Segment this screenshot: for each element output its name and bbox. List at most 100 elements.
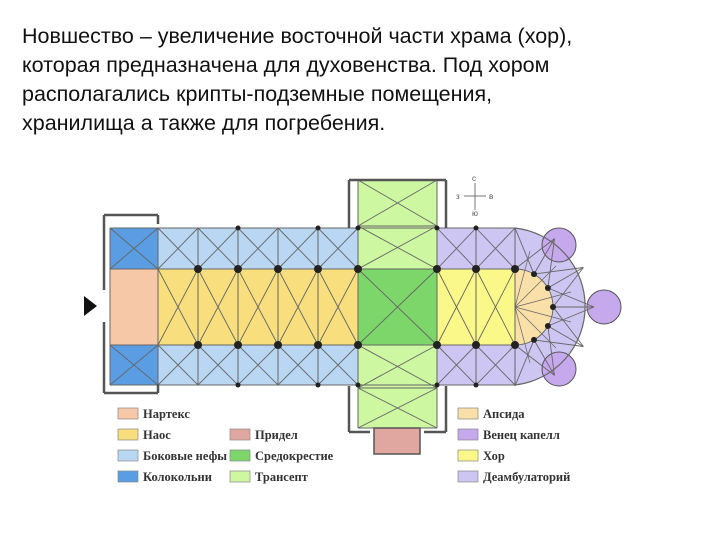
south-transept [358, 345, 437, 428]
vault-rib [157, 227, 199, 270]
apse-rib [514, 238, 555, 270]
vault-rib [436, 227, 477, 270]
vault-rib [277, 227, 319, 270]
compass-rose: с ю з в [456, 174, 493, 218]
pillar [434, 382, 440, 388]
heading-text: Новшество – увеличение восточной части х… [22, 22, 702, 138]
vault-rib [317, 344, 359, 386]
compass-north-label: с [472, 174, 476, 183]
vault-rib [475, 268, 516, 346]
apse-area [515, 269, 553, 345]
vault-rib [317, 227, 359, 270]
pillar [315, 225, 321, 231]
vault-rib [197, 227, 239, 270]
apse-pillar [531, 271, 537, 278]
pillar [472, 341, 480, 349]
pillar [274, 341, 282, 349]
heading-line: располагались крипты-подземные помещения… [22, 82, 493, 106]
apse-rib [547, 325, 555, 376]
legend-label: Колокольни [143, 470, 212, 484]
pillar [354, 341, 362, 349]
vault-rib [197, 268, 239, 346]
pillar [314, 341, 322, 349]
vault-rib [436, 344, 477, 386]
legend-label: Нартекс [143, 407, 190, 421]
north-transept [358, 180, 437, 269]
legend-swatch [229, 470, 251, 483]
pillar [433, 265, 441, 273]
compass-south-label: ю [472, 209, 478, 218]
vault-rib [317, 268, 359, 346]
vault-rib [277, 344, 319, 386]
legend-swatch [457, 449, 479, 462]
legend-label: Трансепт [255, 470, 308, 484]
pillar [235, 382, 241, 388]
vault-rib [157, 268, 199, 346]
pillar [194, 341, 202, 349]
legend-label: Наос [143, 428, 171, 442]
vault-rib [357, 225, 438, 270]
vault-rib [237, 344, 279, 386]
pillar [234, 341, 242, 349]
legend-label: Придел [255, 428, 298, 442]
apse-pillar [512, 342, 518, 348]
vault-rib [436, 268, 477, 346]
legend-label: Деамбулаторий [483, 470, 570, 484]
pillar [314, 265, 322, 273]
apse-rib [514, 250, 531, 308]
apse-pillar [550, 304, 556, 310]
pillar [274, 265, 282, 273]
apse-rib [514, 291, 572, 308]
narthex-area [110, 269, 158, 345]
vault-rib [109, 344, 159, 386]
legend-swatch [457, 407, 479, 420]
apse-pillar [512, 266, 518, 272]
vault-rib [357, 387, 438, 429]
legend-swatch [457, 470, 479, 483]
vault-rib [475, 227, 516, 270]
vault-rib [357, 268, 438, 346]
apse-pillar [544, 323, 551, 329]
legend-label: Хор [483, 449, 505, 463]
apse-rib [514, 227, 535, 275]
plan-outline [102, 178, 448, 455]
pillar [235, 225, 241, 231]
apse-pillar [544, 285, 551, 291]
side-chapel [374, 428, 420, 454]
apse-rib [514, 306, 572, 323]
apse-rib [547, 238, 555, 289]
vault-rib [357, 179, 438, 227]
pillar [194, 265, 202, 273]
apse-outer-arc [514, 227, 586, 386]
apse-rib [514, 344, 555, 376]
vault-rib [109, 227, 159, 270]
apse-pillar [531, 336, 537, 343]
pillar [472, 265, 480, 273]
compass-east-label: в [489, 192, 493, 201]
vault-rib [277, 268, 319, 346]
pillar [355, 382, 361, 388]
pillar [433, 341, 441, 349]
pillar [434, 225, 440, 231]
legend-swatch [117, 407, 139, 420]
vault-rib [475, 344, 516, 386]
pillar [473, 382, 479, 388]
apse-rib [533, 339, 555, 376]
apse-rib [514, 265, 557, 308]
pillar [354, 265, 362, 273]
legend-swatch [229, 428, 251, 441]
legend-swatch [457, 428, 479, 441]
apse-rib [514, 306, 557, 349]
pillar [355, 225, 361, 231]
vault-rib [197, 344, 239, 386]
legend-label: Апсида [483, 407, 525, 421]
apse-rib [547, 287, 595, 308]
plan-vault-lines [109, 179, 595, 429]
legend-label: Боковые нефы [143, 449, 227, 463]
pillar [315, 382, 321, 388]
vault-rib [237, 227, 279, 270]
side-chapel-wall [373, 427, 421, 455]
apse-rib [547, 306, 595, 327]
compass-west-label: з [456, 192, 460, 201]
